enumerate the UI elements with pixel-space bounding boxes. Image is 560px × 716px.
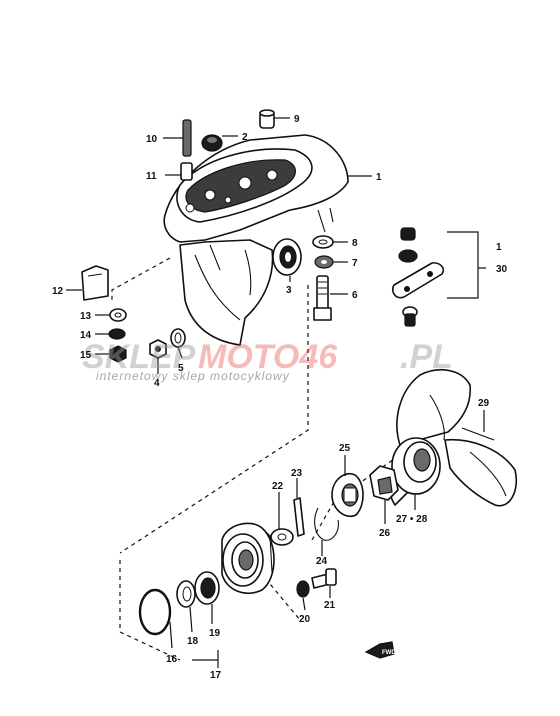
bushing-2: [201, 134, 238, 152]
label-7: 7: [352, 258, 358, 269]
cap-9: [259, 109, 290, 129]
label-18: 18: [187, 636, 199, 647]
seal-3: [272, 238, 302, 282]
washer-20: [296, 580, 310, 611]
label-10: 10: [146, 134, 158, 145]
watermark-brand-b: MOTO46: [198, 338, 338, 376]
bolt-6: [313, 275, 348, 321]
label-27-28: 27 • 28: [396, 514, 428, 525]
label-29: 29: [478, 398, 490, 409]
label-20: 20: [299, 614, 311, 625]
label-6: 6: [352, 290, 358, 301]
label-26: 26: [379, 528, 391, 539]
bracket-17: [192, 650, 219, 668]
label-22: 22: [272, 481, 284, 492]
seal-18: [176, 580, 196, 633]
gearcase-housing: [163, 134, 372, 346]
label-25: 25: [339, 443, 351, 454]
label-14: 14: [80, 330, 92, 341]
label-8: 8: [352, 238, 358, 249]
label-3: 3: [286, 285, 292, 296]
bushing-26: [369, 465, 399, 524]
washer-8: [312, 235, 348, 249]
plate-12: [66, 265, 109, 301]
ring-5: [170, 328, 186, 359]
label-4: 4: [154, 378, 160, 389]
label-9: 9: [294, 114, 300, 125]
label-24: 24: [316, 556, 328, 567]
label-13: 13: [80, 311, 92, 322]
pin-23: [293, 478, 305, 537]
watermark-tagline: internetowy sklep motocyklowy: [96, 369, 290, 383]
nut-4: [149, 339, 167, 374]
propeller: [389, 369, 517, 510]
part-labels: 1 2 3 4 5 6 7 8 9 10 11 12 13 14 15 16 1…: [52, 114, 508, 681]
label-17: 17: [210, 670, 222, 681]
nut-15: [95, 345, 127, 363]
seal-19: [194, 571, 220, 624]
pin-29: [461, 410, 495, 441]
label-1b: 1: [496, 242, 502, 253]
watermark-brand-c: .PL: [400, 338, 453, 376]
label-1: 1: [376, 172, 382, 183]
label-16: 16: [166, 654, 178, 665]
assembly-lines: [111, 257, 421, 661]
bolt-21: [311, 568, 337, 598]
label-11: 11: [146, 171, 157, 182]
snap-ring-24: [314, 507, 339, 556]
bearing-housing: [221, 522, 275, 594]
label-23: 23: [291, 468, 303, 479]
label-21: 21: [324, 600, 336, 611]
label-15: 15: [80, 350, 92, 361]
watermark-brand-a: SKLEP: [82, 338, 196, 376]
washer-13: [95, 308, 127, 322]
anode-assembly: [391, 227, 486, 327]
pin-11: [165, 162, 193, 181]
label-2: 2: [242, 132, 248, 143]
washer-22: [270, 492, 294, 546]
washer-14: [95, 328, 126, 340]
label-12: 12: [52, 286, 64, 297]
washer-7: [314, 255, 348, 269]
stopper-25: [331, 455, 364, 517]
svg-text:FWD: FWD: [382, 650, 396, 656]
pin-10: [163, 119, 192, 157]
o-ring-16: [138, 588, 173, 649]
label-5: 5: [178, 363, 184, 374]
label-19: 19: [209, 628, 221, 639]
front-arrow-icon: FWD: [364, 641, 396, 659]
label-30: 30: [496, 264, 508, 275]
watermark: SKLEP MOTO46 .PL internetowy sklep motoc…: [82, 338, 453, 383]
